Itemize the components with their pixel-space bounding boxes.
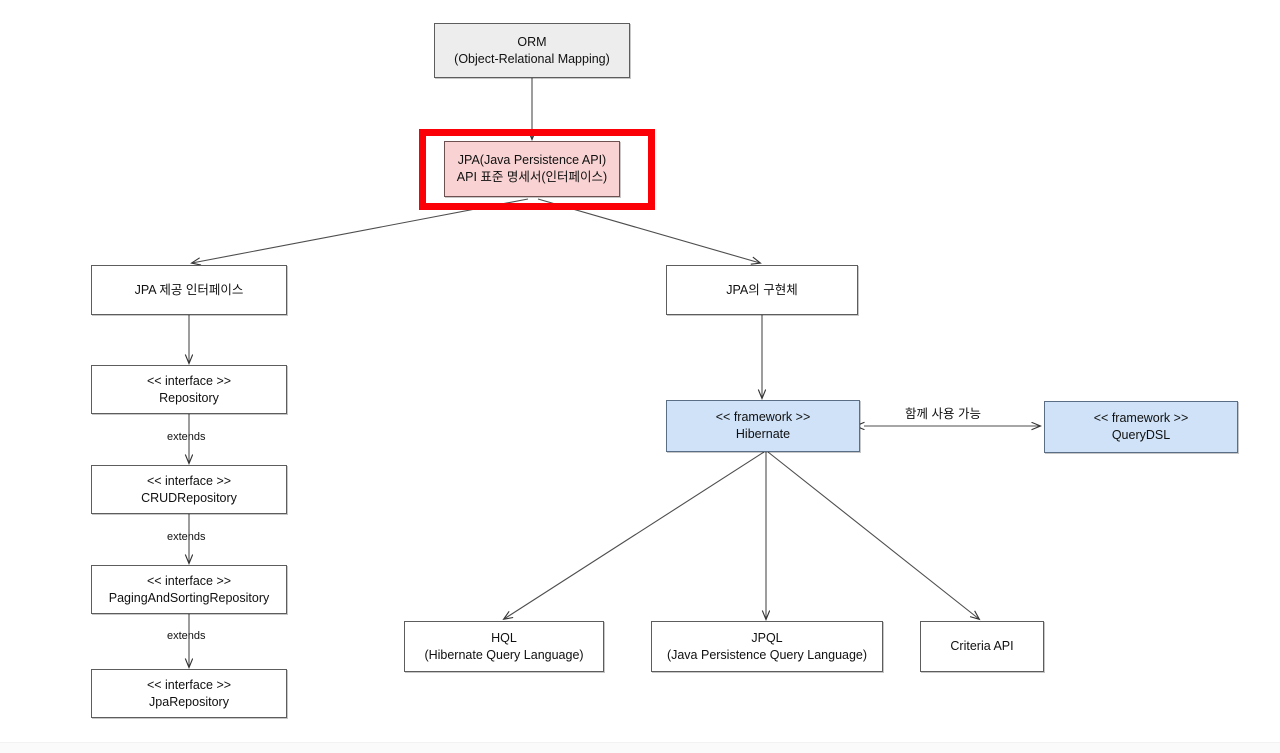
node-repository-line-2: Repository: [159, 390, 219, 405]
edge-label-extends-2: extends: [167, 531, 206, 543]
node-jpql: JPQL (Java Persistence Query Language): [651, 621, 883, 672]
node-jpa-line-1: JPA(Java Persistence API): [457, 153, 607, 167]
node-orm: ORM (Object-Relational Mapping): [434, 23, 630, 78]
node-hibernate: << framework >> Hibernate: [666, 400, 860, 452]
node-jpql-line-2: (Java Persistence Query Language): [666, 647, 868, 662]
jpa-highlight-box: [419, 129, 655, 210]
node-orm-line-1: ORM: [517, 34, 547, 49]
node-orm-line-2: (Object-Relational Mapping): [454, 51, 610, 66]
node-hql-line-1: HQL: [491, 630, 517, 645]
node-querydsl: << framework >> QueryDSL: [1044, 401, 1238, 453]
node-repository-line-1: << interface >>: [146, 373, 232, 388]
node-jpa-interfaces: JPA 제공 인터페이스: [91, 265, 287, 315]
node-jpa-repository: << interface >> JpaRepository: [91, 669, 287, 718]
node-jpa-repository-line-2: JpaRepository: [149, 694, 229, 709]
node-crud-repository-line-2: CRUDRepository: [141, 490, 237, 505]
edge-label-extends-3: extends: [167, 630, 206, 642]
node-hibernate-line-1: << framework >>: [715, 410, 811, 424]
node-hql: HQL (Hibernate Query Language): [404, 621, 604, 672]
edge-hibernate-to-criteria: [767, 451, 981, 621]
node-jpql-line-1: JPQL: [751, 630, 783, 645]
node-criteria-api-line-1: Criteria API: [950, 639, 1014, 653]
node-jpa-impl-line-1: JPA의 구현체: [726, 282, 798, 297]
node-paging-sorting-repository: << interface >> PagingAndSortingRepositor…: [91, 565, 287, 614]
node-jpa-repository-line-1: << interface >>: [146, 677, 232, 692]
edge-label-together-usable: 함께 사용 가능: [905, 407, 981, 421]
bottom-edge-band: [0, 742, 1280, 753]
node-crud-repository-line-1: << interface >>: [146, 473, 232, 488]
node-hql-line-2: (Hibernate Query Language): [424, 647, 584, 662]
node-jpa: JPA(Java Persistence API) API 표준 명세서(인터페이…: [444, 141, 620, 197]
node-repository: << interface >> Repository: [91, 365, 287, 414]
node-hibernate-line-2: Hibernate: [735, 427, 791, 441]
node-paging-sorting-repository-line-2: PagingAndSortingRepository: [108, 590, 270, 605]
edge-label-extends-1: extends: [167, 431, 206, 443]
edge-hibernate-to-hql: [502, 451, 765, 621]
node-querydsl-line-2: QueryDSL: [1111, 428, 1171, 442]
node-criteria-api: Criteria API: [920, 621, 1044, 672]
node-jpa-interfaces-line-1: JPA 제공 인터페이스: [134, 282, 244, 297]
node-jpa-impl: JPA의 구현체: [666, 265, 858, 315]
node-paging-sorting-repository-line-1: << interface >>: [146, 573, 232, 588]
node-crud-repository: << interface >> CRUDRepository: [91, 465, 287, 514]
node-querydsl-line-1: << framework >>: [1093, 411, 1189, 425]
node-jpa-line-2: API 표준 명세서(인터페이스): [456, 170, 608, 184]
